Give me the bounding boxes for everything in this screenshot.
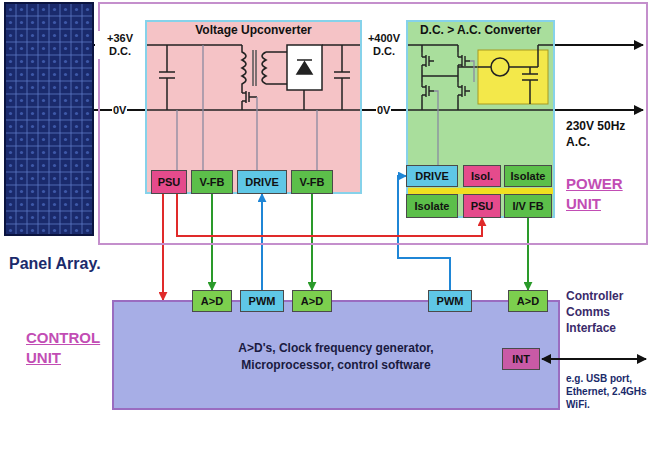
block-label: A>D — [517, 295, 539, 307]
wire-label: +400V D.C. — [362, 31, 406, 59]
block-label: A>D — [201, 295, 223, 307]
sub-block: Isolate — [504, 165, 552, 187]
boost-wires — [147, 45, 360, 110]
sub-block: V-FB — [191, 170, 233, 194]
block-label: PWM — [437, 295, 464, 307]
panel-caption: Panel Array. — [9, 255, 101, 273]
sub-block: Isolate — [406, 194, 458, 218]
block-label: Isol. — [471, 170, 493, 182]
block-label: DRIVE — [245, 176, 279, 188]
drive-wires — [434, 61, 474, 165]
sub-block: I/V FB — [504, 194, 552, 218]
signal-connector — [162, 194, 164, 300]
upconverter-box: Voltage UpconverterPSU V-FB DRIVE V-FB — [145, 20, 362, 194]
filter-parts — [478, 45, 538, 104]
block-label: PWM — [249, 295, 276, 307]
block-label: I/V FB — [512, 200, 543, 212]
wire-label: +36V D.C. — [95, 31, 145, 59]
block-label: V-FB — [299, 176, 324, 188]
sub-block: INT — [502, 348, 540, 370]
feedback-wires — [177, 45, 317, 170]
block-label: PSU — [158, 176, 181, 188]
signal-connector — [177, 194, 482, 236]
block-label: PSU — [471, 200, 494, 212]
inverter-wires — [408, 45, 553, 110]
control-unit-box: CONTROL UNITA>D's, Clock frequency gener… — [112, 300, 560, 410]
sub-block: A>D — [192, 290, 232, 312]
sub-block: PWM — [428, 290, 472, 312]
control-description: A>D's, Clock frequency generator, Microp… — [191, 340, 481, 374]
box-title: D.C. > A.C. Converter — [408, 23, 553, 37]
sub-block: A>D — [292, 290, 332, 312]
unit-heading: CONTROL UNIT — [26, 328, 106, 368]
ac-output-wires — [555, 45, 643, 110]
signal-connector — [527, 218, 529, 290]
wire-label: 0V — [112, 103, 127, 118]
signal-connector — [311, 194, 313, 290]
block-label: V-FB — [199, 176, 224, 188]
sub-block: A>D — [508, 290, 548, 312]
solar-panel: Panel Array. — [4, 2, 94, 236]
block-label: Isolate — [415, 200, 450, 212]
solar-panel-illustration — [5, 3, 93, 235]
comms-examples: e.g. USB port, Ethernet, 2.4GHs WiFi. — [566, 372, 650, 411]
wire-label: 0V — [376, 103, 391, 118]
unit-heading: POWER UNIT — [566, 174, 646, 214]
signal-connector — [211, 194, 213, 290]
comms-heading: Controller Comms Interface — [566, 288, 648, 336]
inverter-box: D.C. > A.C. ConverterDRIVEIsol.IsolateIs… — [406, 20, 555, 218]
signal-connector — [261, 194, 263, 290]
sub-block: DRIVE — [237, 170, 287, 194]
block-label: Isolate — [511, 170, 546, 182]
sub-block: V-FB — [291, 170, 333, 194]
box-title: Voltage Upconverter — [147, 23, 360, 37]
sub-block: DRIVE — [406, 165, 458, 187]
sub-block: PSU — [463, 194, 501, 218]
block-label: DRIVE — [415, 170, 449, 182]
ac-output-label: 230V 50Hz A.C. — [566, 118, 628, 150]
sub-block: PSU — [151, 170, 187, 194]
block-label: A>D — [301, 295, 323, 307]
sub-block: Isol. — [463, 165, 501, 187]
sub-block: PWM — [240, 290, 284, 312]
boost-converter-schematic — [147, 22, 360, 192]
block-label: INT — [512, 353, 530, 365]
